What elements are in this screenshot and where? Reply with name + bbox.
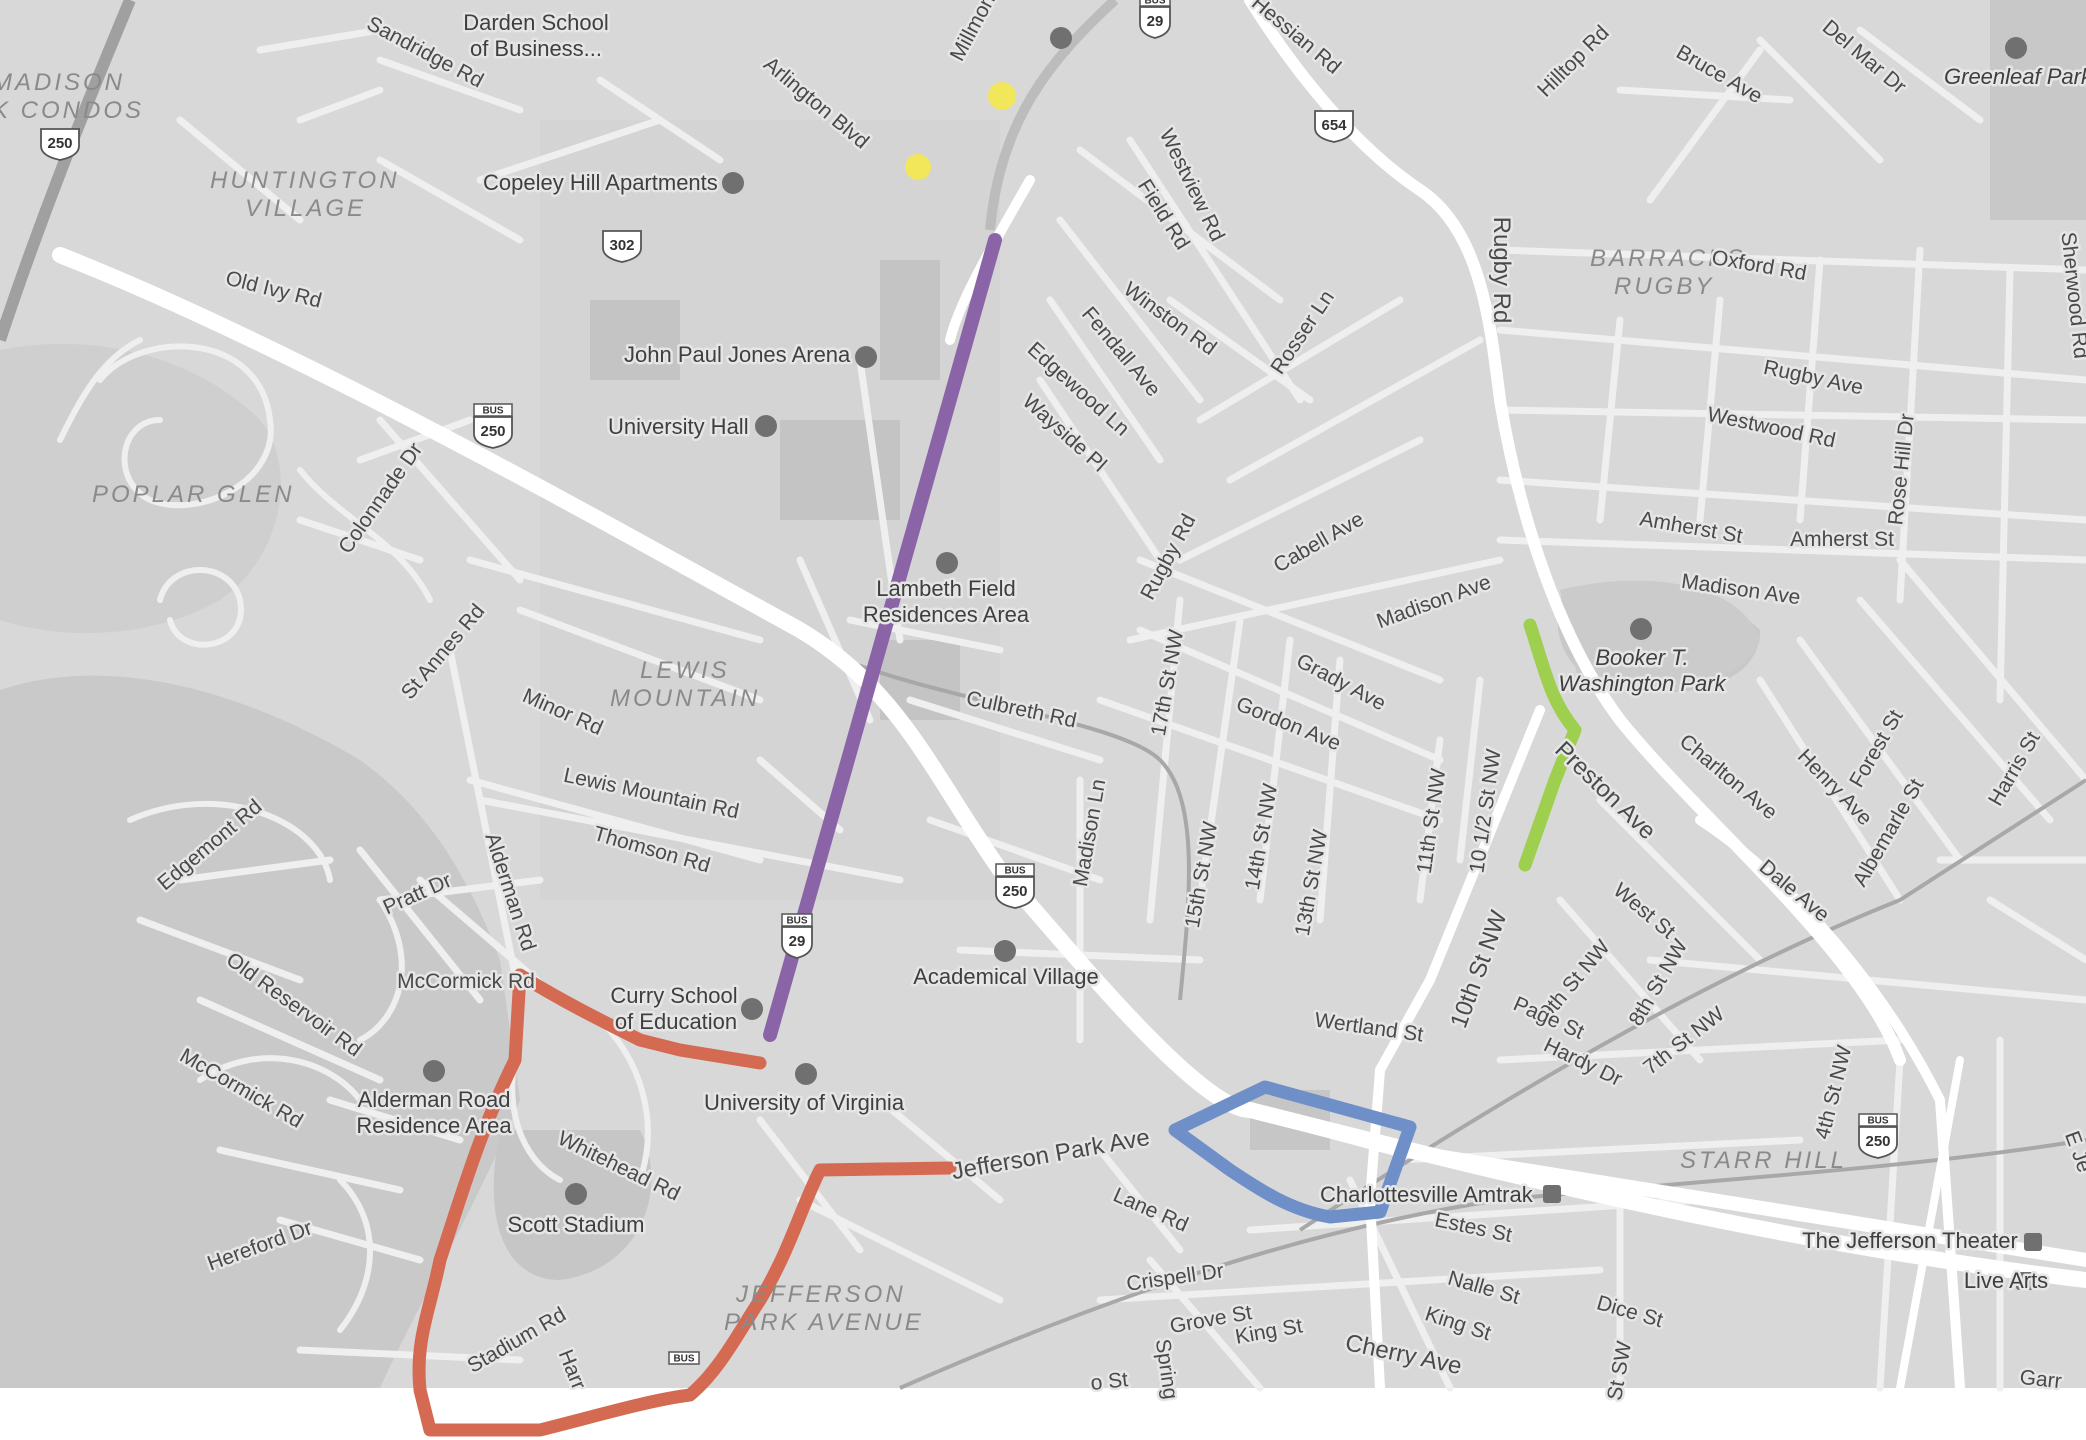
route-green bbox=[1518, 618, 1582, 872]
tree-icon bbox=[1630, 618, 1652, 640]
theater-icon bbox=[2016, 1272, 2034, 1290]
area-label: JEFFERSON bbox=[735, 1281, 906, 1308]
poi-label[interactable]: Charlottesville Amtrak bbox=[1318, 1180, 1537, 1210]
area-label: LEWIS bbox=[640, 657, 730, 684]
marker-yellow-3[interactable] bbox=[1274, 714, 1284, 724]
route-shield-icon: BUS 29 bbox=[1139, 0, 1171, 39]
street-label: Rugby Rd bbox=[1488, 217, 1515, 324]
graduation-cap-icon bbox=[423, 1060, 445, 1082]
svg-text:29: 29 bbox=[1147, 13, 1164, 30]
poi-label[interactable]: Darden School bbox=[461, 8, 612, 38]
route-shield-icon: 250 bbox=[40, 128, 80, 161]
poi-label[interactable]: of Business... bbox=[467, 34, 604, 64]
route-overlays bbox=[412, 233, 1582, 1437]
poi-label[interactable]: Curry School bbox=[608, 981, 740, 1011]
route-shield-icon: BUS 29 bbox=[781, 913, 813, 959]
graduation-cap-icon bbox=[936, 552, 958, 574]
svg-text:654: 654 bbox=[1321, 117, 1347, 134]
route-blue bbox=[1168, 1080, 1417, 1224]
graduation-cap-icon bbox=[741, 998, 763, 1020]
poi-label[interactable]: Booker T. bbox=[1593, 643, 1691, 673]
poi-label[interactable]: University Hall bbox=[606, 412, 752, 442]
highway-29-north bbox=[985, 0, 1119, 231]
poi-label[interactable]: The Jefferson Theater bbox=[1800, 1226, 2021, 1256]
poi-label[interactable]: Residences Area bbox=[860, 600, 1032, 630]
area-label: RUGBY bbox=[1614, 273, 1714, 300]
poi-label[interactable]: John Paul Jones Arena bbox=[622, 340, 854, 370]
marker-yellow-1[interactable] bbox=[988, 82, 1016, 110]
svg-text:250: 250 bbox=[47, 135, 72, 152]
tree-icon bbox=[2005, 37, 2027, 59]
stadium-icon bbox=[755, 415, 777, 437]
poi-label[interactable]: of Education bbox=[612, 1007, 739, 1037]
svg-text:250: 250 bbox=[1002, 883, 1027, 900]
poi-label[interactable]: Scott Stadium bbox=[505, 1210, 647, 1240]
route-shield-icon: BUS bbox=[668, 1351, 700, 1365]
area-label: POPLAR GLEN bbox=[92, 481, 294, 508]
lock-icon bbox=[1050, 27, 1072, 49]
stadium-icon bbox=[855, 346, 877, 368]
minor-roads bbox=[56, 26, 2086, 1392]
street-label: o St bbox=[1090, 1368, 1130, 1395]
road-emmet bbox=[945, 175, 1035, 345]
graduation-cap-icon bbox=[795, 1063, 817, 1085]
poi-label[interactable]: Academical Village bbox=[911, 962, 1101, 992]
poi-label[interactable]: Lambeth Field bbox=[874, 574, 1018, 604]
poi-label[interactable]: Washington Park bbox=[1556, 669, 1729, 699]
area-label: MOUNTAIN bbox=[610, 685, 760, 712]
route-shield-icon: 654 bbox=[1314, 110, 1354, 143]
svg-text:BUS: BUS bbox=[482, 406, 503, 417]
route-shield-icon: BUS 250 bbox=[995, 863, 1035, 909]
poi-icons bbox=[423, 27, 2042, 1290]
train-station-icon bbox=[1543, 1185, 1561, 1203]
poi-label[interactable]: Residence Area bbox=[354, 1111, 515, 1141]
highway-250 bbox=[0, 0, 136, 342]
route-shield-icon: 302 bbox=[602, 230, 642, 263]
map-white-margin bbox=[0, 1388, 2086, 1440]
street-label: McCormick Rd bbox=[397, 970, 535, 993]
area-label: STARR HILL bbox=[1680, 1147, 1847, 1174]
stadium-icon bbox=[565, 1183, 587, 1205]
svg-text:29: 29 bbox=[789, 933, 806, 950]
street-label: Amherst St bbox=[1790, 528, 1894, 551]
poi-label[interactable]: Greenleaf Park bbox=[1942, 62, 2086, 92]
svg-text:302: 302 bbox=[609, 237, 634, 254]
street-label: Garr bbox=[2019, 1366, 2063, 1393]
theater-icon bbox=[2024, 1233, 2042, 1251]
area-label: PARK AVENUE bbox=[724, 1309, 924, 1336]
svg-text:250: 250 bbox=[1865, 1133, 1890, 1150]
poi-label[interactable]: University of Virginia bbox=[701, 1088, 907, 1118]
area-label: VILLAGE bbox=[245, 195, 366, 222]
svg-text:250: 250 bbox=[480, 423, 505, 440]
area-label: BARRACKS bbox=[1590, 245, 1746, 272]
road-4th bbox=[1896, 1056, 1964, 1392]
svg-text:BUS: BUS bbox=[1004, 866, 1025, 877]
route-shield-icon: BUS 250 bbox=[1858, 1113, 1898, 1159]
road-preston-lower bbox=[1695, 815, 1965, 1393]
svg-text:BUS: BUS bbox=[1144, 0, 1165, 7]
area-label: HUNTINGTON bbox=[210, 167, 400, 194]
svg-text:BUS: BUS bbox=[786, 916, 807, 927]
marker-yellow-2[interactable] bbox=[905, 154, 931, 180]
area-label: MADISON bbox=[0, 69, 125, 96]
route-red bbox=[412, 968, 957, 1437]
residential-curves bbox=[57, 337, 651, 1333]
poi-label[interactable]: Copeley Hill Apartments bbox=[481, 168, 721, 198]
graduation-cap-icon bbox=[994, 940, 1016, 962]
graduation-cap-icon bbox=[722, 172, 744, 194]
poi-label[interactable]: Live Arts bbox=[1961, 1266, 2050, 1296]
svg-text:BUS: BUS bbox=[1867, 1116, 1888, 1127]
svg-text:BUS: BUS bbox=[673, 1354, 694, 1365]
area-label: K CONDOS bbox=[0, 97, 144, 124]
road-10th-st bbox=[1365, 705, 1545, 1393]
poi-label[interactable]: Alderman Road bbox=[355, 1085, 513, 1115]
route-purple bbox=[763, 233, 1002, 1042]
route-shield-icon: BUS 250 bbox=[473, 403, 513, 449]
